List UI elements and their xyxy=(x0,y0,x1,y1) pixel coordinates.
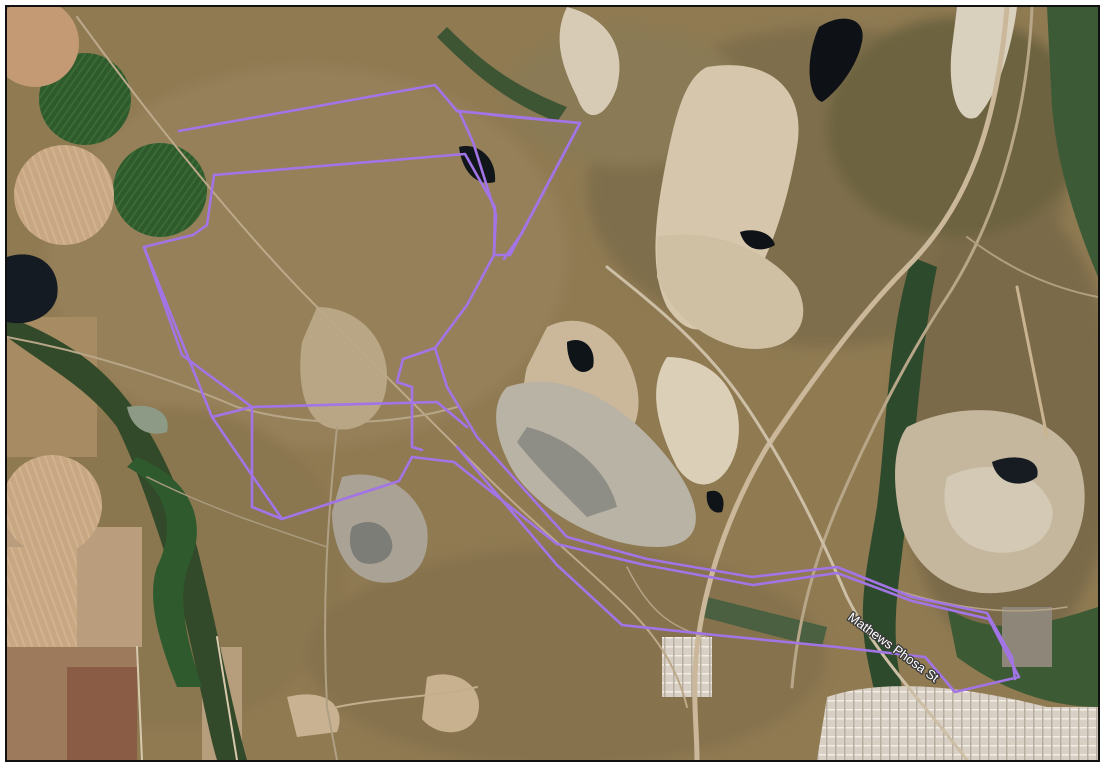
water-body xyxy=(7,254,58,324)
boundary-inner-north xyxy=(457,109,582,261)
boundary-middle xyxy=(210,400,469,429)
town-area xyxy=(662,637,712,697)
map-frame: Mathews Phosa St xyxy=(5,5,1100,762)
dry-field xyxy=(7,7,79,87)
main-road xyxy=(790,7,1034,689)
dry-field xyxy=(14,145,114,245)
dry-field xyxy=(7,455,102,555)
circular-fields xyxy=(7,7,207,647)
water-body xyxy=(706,490,724,513)
water-body xyxy=(459,146,496,183)
project-boundary[interactable] xyxy=(142,83,1021,694)
road-mathews-phosa xyxy=(605,265,969,760)
satellite-map[interactable]: Mathews Phosa St xyxy=(7,7,1098,760)
water-body xyxy=(992,457,1038,484)
boundary-outer-north xyxy=(177,83,582,257)
water-body xyxy=(567,339,594,373)
mining-areas xyxy=(287,7,1085,737)
settlements xyxy=(127,405,1098,760)
water-bodies xyxy=(7,18,1038,513)
water-body xyxy=(809,18,863,102)
water-body xyxy=(740,230,775,250)
boundary-corridor-inner xyxy=(433,346,1017,681)
town-area xyxy=(817,686,1098,760)
roads xyxy=(7,7,1098,760)
dry-field xyxy=(7,547,77,647)
pivot-field xyxy=(113,143,207,237)
farmland-left xyxy=(7,317,242,760)
main-road xyxy=(692,7,1010,760)
town-area xyxy=(1002,607,1052,667)
